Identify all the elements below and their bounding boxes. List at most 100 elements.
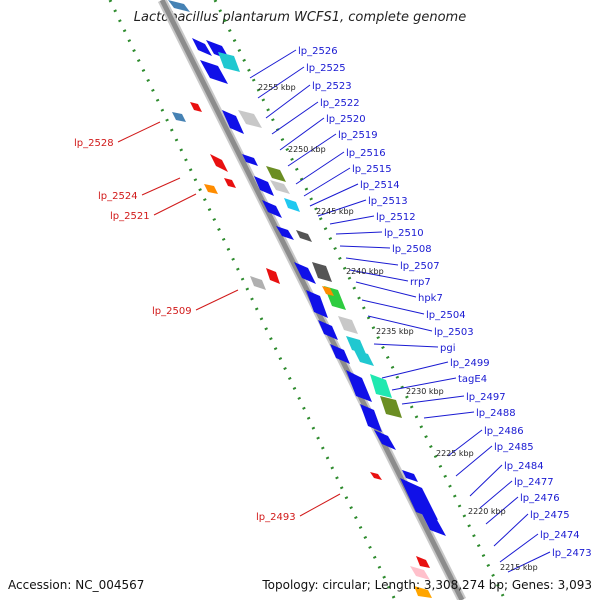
gene-label[interactable]: lp_2473	[552, 548, 592, 559]
leader-line	[507, 551, 551, 573]
gene-label[interactable]: lp_2477	[514, 477, 554, 488]
gene-label[interactable]: lp_2524	[98, 191, 138, 202]
cds-arrow-red[interactable]	[416, 556, 430, 568]
cds-arrow[interactable]	[346, 370, 372, 402]
gene-label[interactable]: lp_2499	[450, 358, 490, 369]
leader-line	[469, 464, 503, 497]
left-gene-labels: lp_2528 lp_2524 lp_2521 lp_2509 lp_2493	[74, 138, 296, 523]
cds-arrow[interactable]	[400, 478, 438, 520]
cds-block[interactable]	[370, 374, 392, 398]
cds-arrow[interactable]	[402, 470, 418, 482]
gene-label[interactable]: lp_2510	[384, 228, 424, 239]
leader-line	[295, 151, 345, 185]
gene-label[interactable]: lp_2521	[110, 211, 150, 222]
cds-arrow[interactable]	[192, 38, 212, 56]
cds-arrow[interactable]	[254, 176, 274, 196]
outer-gene-blocks	[172, 102, 432, 598]
leader-line	[349, 269, 409, 282]
gene-label[interactable]: lp_2497	[466, 392, 506, 403]
dotted-track-right	[213, 0, 507, 600]
gene-label[interactable]: lp_2508	[392, 244, 432, 255]
cds-block[interactable]	[414, 586, 432, 598]
cds-arrow-red[interactable]	[190, 102, 202, 112]
cds-arrow-red[interactable]	[210, 154, 228, 172]
cds-block[interactable]	[322, 286, 334, 296]
cds-block[interactable]	[172, 112, 186, 122]
gene-label[interactable]: lp_2526	[298, 46, 338, 57]
cds-arrow[interactable]	[330, 344, 350, 364]
cds-arrow-red[interactable]	[266, 268, 280, 284]
gene-label[interactable]: lp_2488	[476, 408, 516, 419]
coordinate-tick: 2215 kbp	[500, 563, 538, 572]
coordinate-tick: 2225 kbp	[436, 449, 474, 458]
cds-block[interactable]	[312, 262, 332, 282]
leader-line	[329, 215, 375, 225]
leader-line	[479, 480, 513, 509]
cds-arrow[interactable]	[294, 262, 316, 284]
cds-block[interactable]	[296, 230, 312, 242]
leader-line	[335, 231, 383, 235]
leader-line	[345, 257, 399, 266]
cds-arrow[interactable]	[306, 290, 328, 318]
gene-label[interactable]: lp_2493	[256, 512, 296, 523]
cds-block[interactable]	[410, 566, 430, 580]
gene-label[interactable]: lp_2520	[326, 114, 366, 125]
gene-label[interactable]: lp_2485	[494, 442, 534, 453]
cds-block[interactable]	[204, 184, 218, 194]
cds-arrow[interactable]	[318, 320, 338, 340]
gene-label[interactable]: lp_2512	[376, 212, 416, 223]
gene-label[interactable]: lp_2484	[504, 461, 544, 472]
gene-label[interactable]: pgi	[440, 343, 455, 354]
cds-arrow[interactable]	[374, 430, 396, 450]
gene-label[interactable]: lp_2475	[530, 510, 570, 521]
gene-label[interactable]: lp_2514	[360, 180, 400, 191]
gene-label[interactable]: lp_2522	[320, 98, 360, 109]
leader-line	[447, 429, 483, 457]
gene-label[interactable]: lp_2516	[346, 148, 386, 159]
gene-label[interactable]: lp_2515	[352, 164, 392, 175]
gene-label[interactable]: tagE4	[458, 374, 487, 385]
cds-block[interactable]	[380, 396, 402, 418]
cds-arrow-red[interactable]	[224, 178, 236, 188]
gene-label[interactable]: hpk7	[418, 293, 443, 304]
gene-label[interactable]: lp_2509	[152, 306, 192, 317]
leader-line	[485, 496, 519, 525]
gene-label[interactable]: rrp7	[410, 277, 431, 288]
cds-arrow[interactable]	[360, 404, 382, 432]
gene-label[interactable]: lp_2507	[400, 261, 440, 272]
cds-arrow[interactable]	[276, 226, 294, 240]
leader-line	[381, 361, 449, 379]
cds-arrow[interactable]	[242, 154, 258, 166]
gene-label[interactable]: lp_2486	[484, 426, 524, 437]
cds-arrow[interactable]	[200, 60, 228, 84]
cds-block[interactable]	[270, 180, 290, 194]
cds-arrow-red[interactable]	[370, 472, 382, 480]
cds-block[interactable]	[354, 350, 374, 366]
gene-label[interactable]: lp_2504	[426, 310, 466, 321]
gene-label[interactable]: lp_2519	[338, 130, 378, 141]
gene-label[interactable]: lp_2513	[368, 196, 408, 207]
gene-label[interactable]: lp_2474	[540, 530, 580, 541]
cds-arrow[interactable]	[420, 510, 446, 536]
cds-block[interactable]	[346, 336, 366, 354]
cds-block[interactable]	[284, 198, 300, 212]
cds-block[interactable]	[218, 52, 240, 72]
leader-line	[373, 343, 439, 348]
leader-line	[401, 395, 465, 405]
cds-block[interactable]	[338, 316, 358, 334]
cds-arrow[interactable]	[222, 110, 244, 134]
gene-label[interactable]: lp_2528	[74, 138, 114, 149]
cds-block[interactable]	[168, 0, 190, 12]
gene-label[interactable]: lp_2476	[520, 493, 560, 504]
gene-label[interactable]: lp_2503	[434, 327, 474, 338]
cds-arrow[interactable]	[262, 200, 282, 218]
gene-label[interactable]: lp_2523	[312, 81, 352, 92]
dotted-track-left	[108, 0, 397, 600]
cds-block[interactable]	[238, 110, 262, 128]
gene-label[interactable]: lp_2525	[306, 63, 346, 74]
cds-block[interactable]	[266, 166, 286, 182]
cds-block[interactable]	[250, 276, 266, 290]
